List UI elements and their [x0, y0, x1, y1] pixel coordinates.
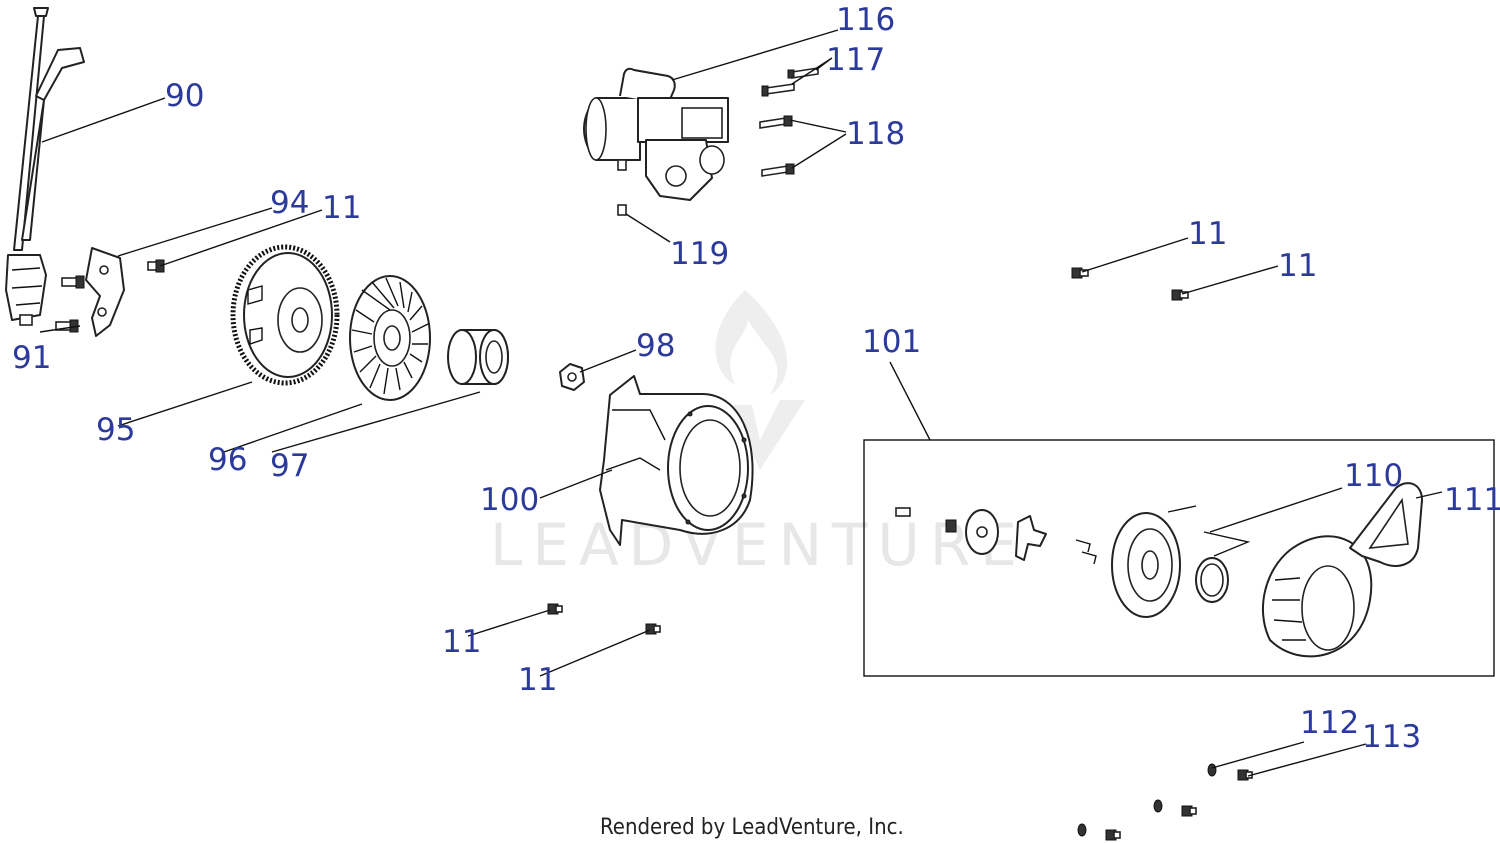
part-90-control-rod[interactable] [5, 7, 85, 326]
callout-11-c: 11 [1278, 248, 1317, 284]
callout-11-e: 11 [518, 662, 557, 698]
callout-101: 101 [862, 324, 921, 360]
watermark: LEADVENTURE [490, 290, 1027, 579]
part-119-pins[interactable] [617, 159, 627, 216]
callout-94: 94 [270, 185, 309, 221]
assembly-101-recoil-starter[interactable] [863, 439, 1495, 677]
v-mark-icon [730, 400, 805, 470]
callout-116: 116 [836, 2, 895, 38]
part-94-bracket[interactable] [55, 247, 165, 337]
part-96-fan[interactable] [349, 275, 431, 401]
callout-97: 97 [270, 448, 309, 484]
part-118-bolts[interactable] [759, 115, 795, 177]
callout-11-a: 11 [322, 190, 361, 226]
callout-117: 117 [826, 42, 885, 78]
footer-credit: Rendered by LeadVenture, Inc. [600, 815, 904, 840]
part-97-fan-cup[interactable] [447, 329, 509, 385]
callout-113: 113 [1362, 719, 1421, 755]
part-98-nut[interactable] [559, 363, 585, 391]
callout-111: 111 [1444, 482, 1500, 518]
callout-labels: 90 91 94 11 95 96 97 98 100 101 110 111 … [12, 2, 1500, 755]
part-112-113-hardware[interactable] [1077, 763, 1253, 841]
callout-96: 96 [208, 442, 247, 478]
part-100-blower-housing[interactable] [599, 375, 754, 546]
callout-110: 110 [1344, 458, 1403, 494]
callout-11-b: 11 [1188, 216, 1227, 252]
callout-98: 98 [636, 328, 675, 364]
callout-95: 95 [96, 412, 135, 448]
part-95-flywheel[interactable] [230, 244, 340, 386]
bolts-11[interactable] [547, 267, 1189, 635]
callout-118: 118 [846, 116, 905, 152]
watermark-text: LEADVENTURE [490, 511, 1027, 579]
callout-112: 112 [1300, 705, 1359, 741]
callout-100: 100 [480, 482, 539, 518]
callout-90: 90 [165, 78, 204, 114]
callout-119: 119 [670, 236, 729, 272]
callout-11-d: 11 [442, 624, 481, 660]
part-116-starter-motor[interactable] [583, 67, 729, 201]
flame-logo-icon [715, 290, 788, 395]
leader-lines [39, 29, 1443, 777]
callout-91: 91 [12, 340, 51, 376]
